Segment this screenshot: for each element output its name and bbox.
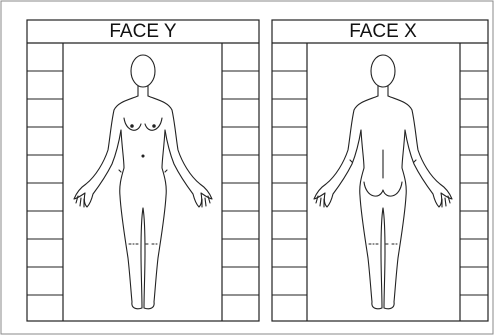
right-nipple	[153, 125, 155, 127]
panel-title-face-y: FACE Y	[109, 21, 177, 42]
left-nipple	[131, 125, 133, 127]
panel-title-face-x: FACE X	[349, 21, 417, 42]
navel	[142, 155, 144, 157]
